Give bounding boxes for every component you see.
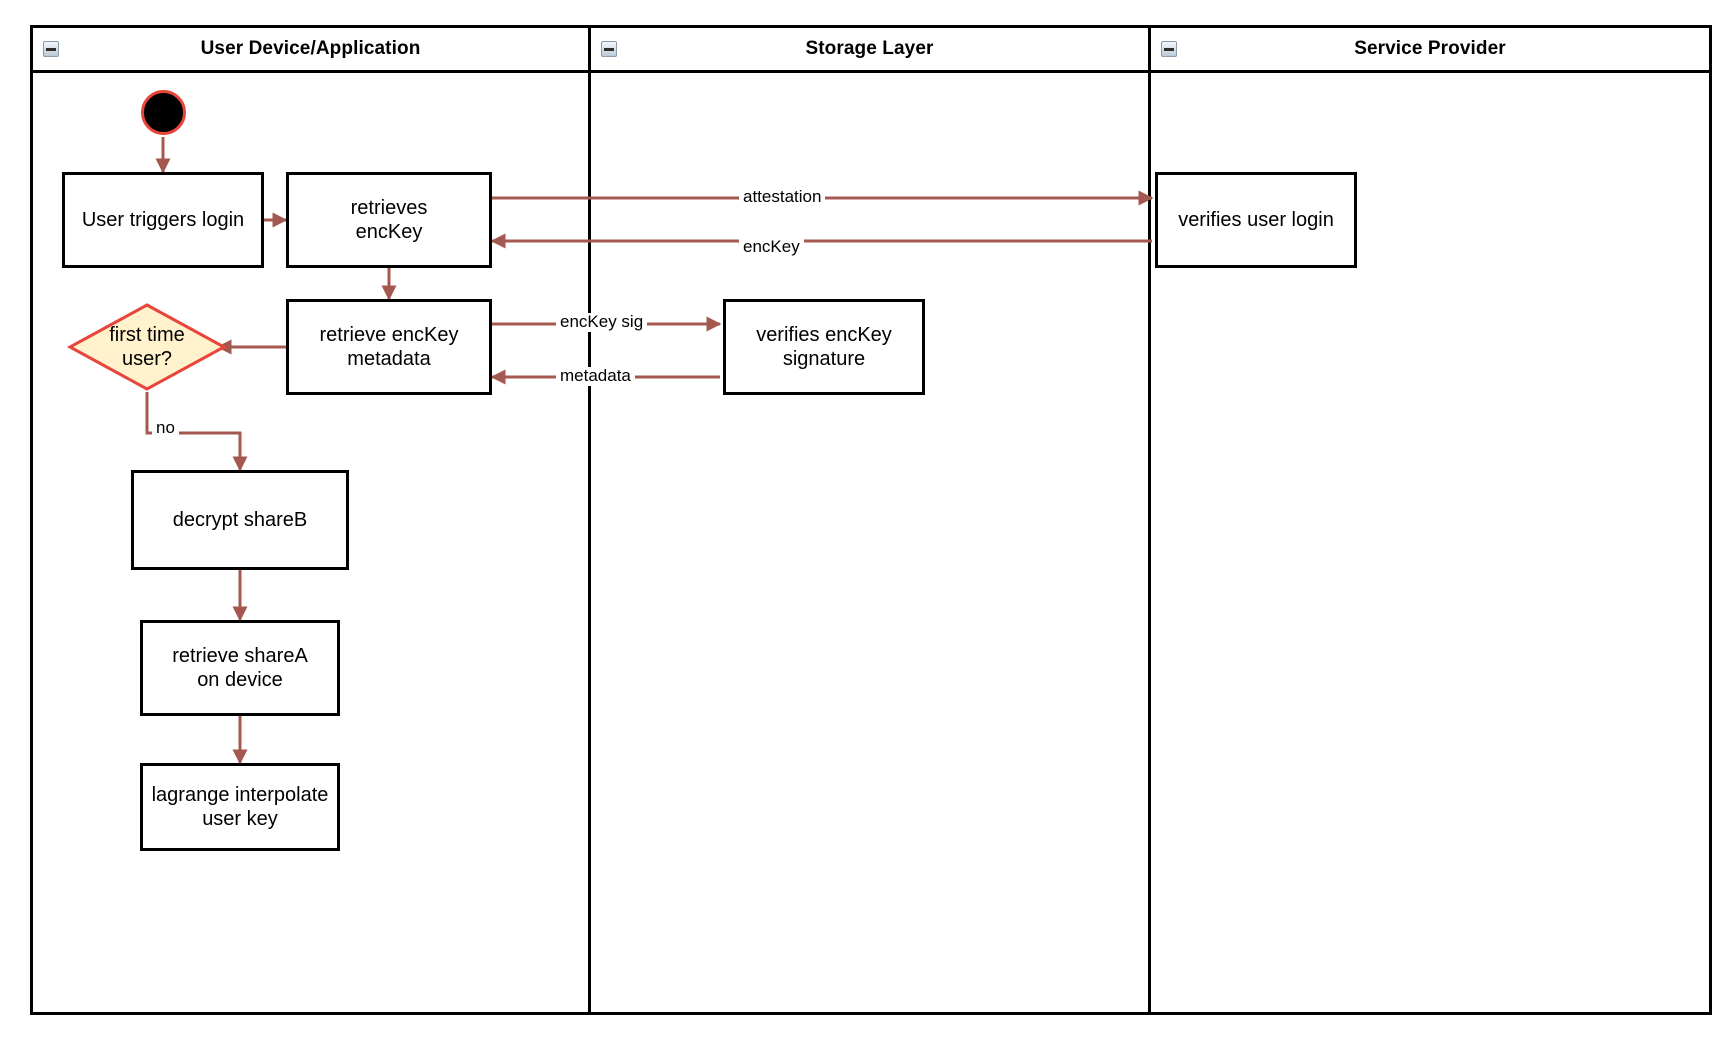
- start-node[interactable]: [141, 90, 186, 135]
- minus-box-icon[interactable]: [43, 41, 59, 57]
- lane-title-service-provider: Service Provider: [1354, 38, 1506, 59]
- node-verifies-enckey-signature[interactable]: verifies encKey signature: [723, 299, 925, 395]
- lane-header-storage-layer[interactable]: Storage Layer: [591, 28, 1148, 73]
- node-decrypt-shareb[interactable]: decrypt shareB: [131, 470, 349, 570]
- node-retrieves-enckey[interactable]: retrieves encKey: [286, 172, 492, 268]
- lane-storage-layer: Storage Layer: [591, 28, 1151, 1012]
- lane-header-user-device[interactable]: User Device/Application: [33, 28, 588, 73]
- lane-title-storage-layer: Storage Layer: [805, 38, 934, 59]
- minus-box-icon[interactable]: [601, 41, 617, 57]
- node-user-triggers-login[interactable]: User triggers login: [62, 172, 264, 268]
- node-verifies-user-login[interactable]: verifies user login: [1155, 172, 1357, 268]
- lane-header-service-provider[interactable]: Service Provider: [1151, 28, 1709, 73]
- decision-label: first time user?: [109, 323, 185, 370]
- lane-service-provider: Service Provider: [1151, 28, 1709, 1012]
- edge-label-attestation: attestation: [739, 187, 826, 207]
- node-retrieve-sharea-on-device[interactable]: retrieve shareA on device: [140, 620, 340, 716]
- lane-title-user-device: User Device/Application: [200, 38, 421, 59]
- edge-label-enckey: encKey: [739, 237, 804, 257]
- node-retrieve-enckey-metadata[interactable]: retrieve encKey metadata: [286, 299, 492, 395]
- lane-user-device: User Device/Application: [33, 28, 591, 1012]
- edge-label-enckey-sig: encKey sig: [556, 312, 648, 332]
- edge-label-metadata: metadata: [556, 366, 635, 386]
- node-lagrange-interpolate-user-key[interactable]: lagrange interpolate user key: [140, 763, 340, 851]
- minus-box-icon[interactable]: [1161, 41, 1177, 57]
- edge-label-no: no: [152, 418, 179, 438]
- node-first-time-user-decision[interactable]: first time user?: [66, 302, 228, 392]
- decision-diamond-shape: [66, 303, 228, 391]
